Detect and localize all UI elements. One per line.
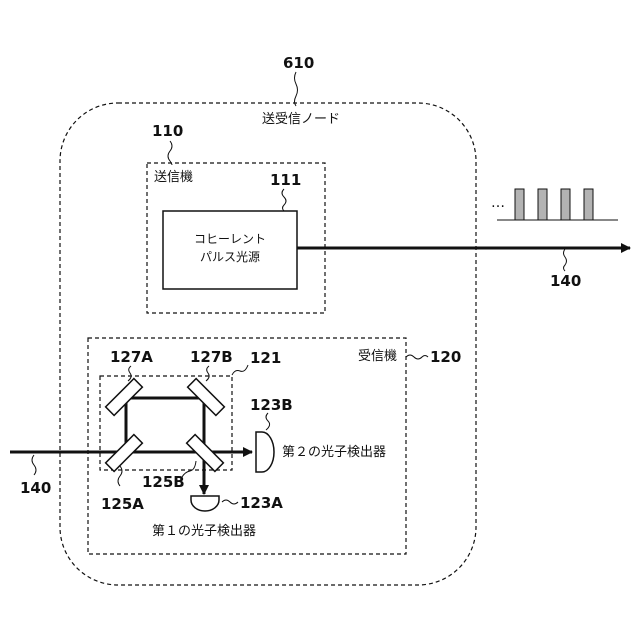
leader-125a xyxy=(118,466,122,486)
interferometer-ref-label: 121 xyxy=(250,351,281,366)
detector-2-ref-label: 123B xyxy=(250,398,293,413)
pulse xyxy=(584,189,593,220)
mirror-127b-label: 127B xyxy=(190,350,233,365)
pulse-source-text: コヒーレント パルス光源 xyxy=(163,230,297,266)
detector-2-label: 第２の光子検出器 xyxy=(282,446,386,459)
source-ref-label: 111 xyxy=(270,173,301,188)
pulse-ellipsis: … xyxy=(491,196,505,210)
transmitter-ref-label: 110 xyxy=(152,124,183,139)
leader-123a xyxy=(222,500,238,504)
pulse xyxy=(515,189,524,220)
leader-127a xyxy=(128,366,131,381)
leader-111 xyxy=(282,189,286,211)
leader-140-out xyxy=(564,249,567,271)
detector-1-ref-label: 123A xyxy=(240,496,283,511)
leader-123b xyxy=(266,413,270,430)
input-channel-ref-label: 140 xyxy=(20,481,51,496)
splitter-125a-label: 125A xyxy=(101,497,144,512)
leader-110 xyxy=(168,141,172,165)
node-title: 送受信ノード xyxy=(262,113,340,126)
detector-1-icon xyxy=(191,496,219,511)
leader-610 xyxy=(295,72,298,106)
pulse xyxy=(538,189,547,220)
receiver-ref-label: 120 xyxy=(430,350,461,365)
splitter-125b-label: 125B xyxy=(142,475,185,490)
receiver-title: 受信機 xyxy=(358,350,397,363)
leader-121 xyxy=(232,365,248,375)
pulse-train xyxy=(497,189,618,220)
transmitter-title: 送信機 xyxy=(154,171,193,184)
detector-2-icon xyxy=(256,432,274,472)
leader-140-in xyxy=(32,455,36,475)
pulse-source-line1: コヒーレント xyxy=(163,230,297,248)
mirror-127a-label: 127A xyxy=(110,350,153,365)
pulse-source-line2: パルス光源 xyxy=(163,248,297,266)
leader-120 xyxy=(406,355,428,359)
leader-127b xyxy=(206,366,209,381)
node-ref-label: 610 xyxy=(283,56,314,71)
output-channel-ref-label: 140 xyxy=(550,274,581,289)
detector-1-label: 第１の光子検出器 xyxy=(152,525,256,538)
pulse xyxy=(561,189,570,220)
